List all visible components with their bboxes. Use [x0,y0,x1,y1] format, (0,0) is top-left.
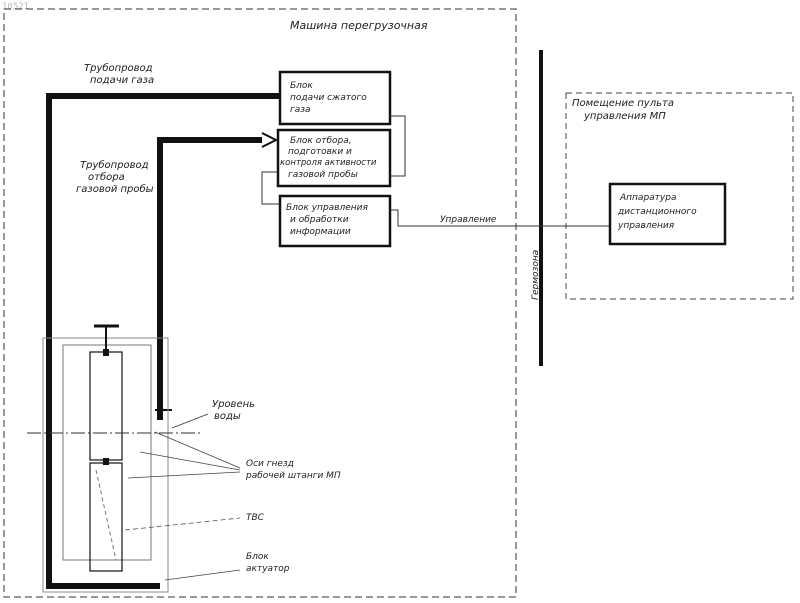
connector-supply-sample [390,116,405,176]
remote-block-label-3: управления [617,221,675,231]
control-line [390,210,610,226]
block-control-label-2: и обработки [290,215,349,225]
block-gas-sample-label-4: газовой пробы [288,170,358,180]
actuator-label-1: Блок [246,552,269,562]
rod-joint-mid [103,458,109,465]
pipe-sample-label-1: Трубопровод [80,159,149,171]
block-control-label-3: информации [290,227,351,237]
block-gas-supply-label-1: Блок [290,81,313,91]
control-room-label-1: Помещение пульта [572,98,674,109]
socket-leader-3 [128,472,240,478]
actuator-label-2: актуатор [246,564,290,574]
block-gas-supply-label-2: подачи сжатого [290,93,367,103]
pipe-sample-label-3: газовой пробы [76,183,154,195]
socket-label-2: рабочей штанги МП [245,471,341,481]
block-gas-sample-label-2: подготовки и [288,147,352,157]
pipe-sample-label-2: отбора [88,171,125,183]
pipe-supply-label-2: подачи газа [90,75,154,86]
socket-label-1: Оси гнезд [246,459,294,469]
control-line-label: Управление [440,215,497,225]
control-room-label-2: управления МП [583,111,666,122]
water-level-label-1: Уровень [212,399,255,410]
block-gas-supply-label-3: газа [290,105,311,115]
fuel-assembly-diagonal [96,470,116,560]
machine-area-label: Машина перегрузочная [290,19,428,32]
pool-outline-inner [63,345,151,560]
remote-block-label-1: Аппаратура [619,193,676,203]
water-level-leader [172,414,208,428]
rod-joint-top [103,349,109,356]
rod-lower-section [90,463,122,571]
tvs-label: ТВС [246,513,265,523]
tvs-leader [125,518,240,530]
socket-leader-2 [140,452,240,470]
gas-sample-pipe [160,140,262,420]
water-level-label-2: воды [214,411,241,422]
block-control-label-1: Блок управления [286,203,368,213]
actuator-leader [165,570,240,580]
block-gas-sample-label-1: Блок отбора, [290,136,352,146]
corner-id: 10521 [2,2,29,12]
hermetic-wall-label: Гермозона [531,250,541,300]
block-gas-sample-label-3: контроля активности [280,158,377,168]
pipe-supply-label-1: Трубопровод [84,62,153,74]
sample-pipe-arrowhead [262,133,276,147]
remote-block-label-2: дистанционного [617,207,697,217]
rod-upper-section [90,352,122,460]
